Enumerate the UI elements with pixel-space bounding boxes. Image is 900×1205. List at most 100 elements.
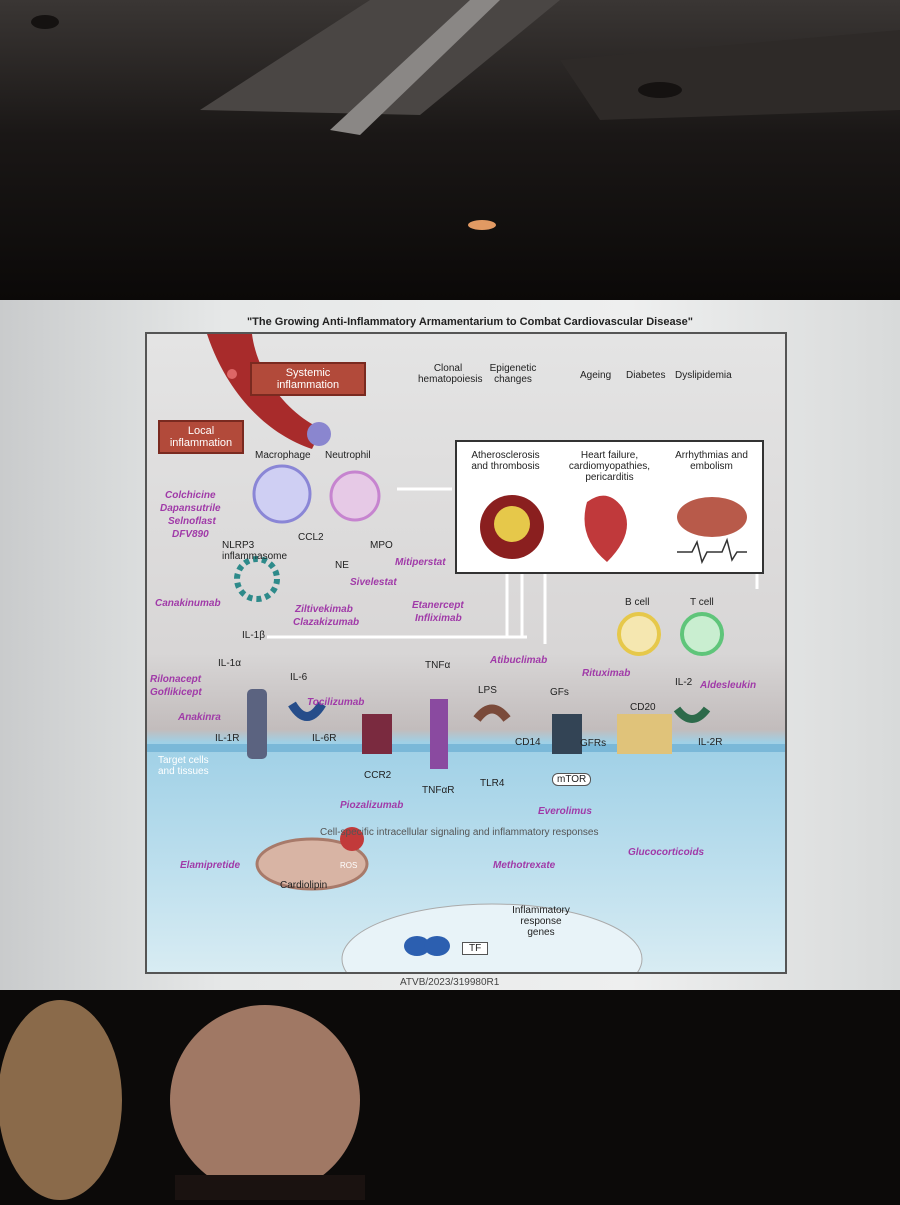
ceiling-fixtures <box>31 0 900 230</box>
gfs-label: GFs <box>550 687 569 698</box>
red-blood-cell <box>227 369 237 379</box>
arrhythmias-label: Arrhythmias and embolism <box>675 450 748 472</box>
ccr2-label: CCR2 <box>364 770 392 781</box>
slide-footer: ATVB/2023/319980R1 <box>400 977 500 988</box>
diabetes-label: Diabetes <box>626 370 666 381</box>
ccl2-label: CCL2 <box>298 532 324 543</box>
ros-burst <box>340 827 364 851</box>
slide-title: "The Growing Anti-Inflammatory Armamenta… <box>246 316 694 328</box>
ros-label: ROS <box>340 861 358 870</box>
t-cell-label: T cell <box>690 597 714 608</box>
audience-head-left <box>0 1000 122 1200</box>
drug-aldesleukin: Aldesleukin <box>700 680 757 691</box>
drug-infliximab: Infliximab <box>415 613 462 624</box>
local-inflammation-box: Local inflammation <box>158 420 244 454</box>
cd14-label: CD14 <box>515 737 541 748</box>
tnfar-label: TNFαR <box>422 785 455 796</box>
tnfar-receptor <box>430 699 448 769</box>
il2-label: IL-2 <box>675 677 693 688</box>
ecg-icon <box>677 537 747 565</box>
drug-glucocorticoids: Glucocorticoids <box>628 847 705 858</box>
histone-1 <box>404 936 430 956</box>
macrophage-label: Macrophage <box>255 450 311 461</box>
tf-label: TF <box>462 942 489 955</box>
mitochondrion <box>255 837 369 891</box>
mpo-label: MPO <box>370 540 393 551</box>
drug-everolimus: Everolimus <box>538 806 592 817</box>
disease-icons <box>480 495 747 565</box>
drug-mitiperstat: Mitiperstat <box>395 557 446 568</box>
gfrs-label: GFRs <box>580 738 607 749</box>
dyslipidemia-label: Dyslipidemia <box>675 370 732 381</box>
drug-sivelestat: Sivelestat <box>350 577 397 588</box>
drug-selnoflast: Selnoflast <box>168 516 216 527</box>
gfr-receptor <box>552 714 582 754</box>
athero-label: Atherosclerosis and thrombosis <box>471 450 540 472</box>
mtor-label: mTOR <box>552 773 592 786</box>
drug-rilonacept: Rilonacept <box>150 674 202 685</box>
drug-atibuclimab: Atibuclimab <box>490 655 548 666</box>
inflammasome-shape <box>234 556 280 602</box>
disease-box: Atherosclerosis and thrombosis Heart fai… <box>455 440 764 574</box>
neutrophil-cell <box>329 470 381 522</box>
drug-piozalizumab: Piozalizumab <box>340 800 404 811</box>
histone-2 <box>424 936 450 956</box>
cardiolipin-label: Cardiolipin <box>280 880 328 891</box>
drug-canakinumab: Canakinumab <box>155 598 221 609</box>
plaque-icon <box>494 506 530 542</box>
drug-tocilizumab: Tocilizumab <box>307 697 365 708</box>
inflammatory-genes-label: Inflammatory response genes <box>512 905 570 938</box>
il6r-label: IL-6R <box>312 733 337 744</box>
figure-panel <box>145 332 787 974</box>
audience-area <box>0 990 900 1205</box>
drug-goflikicept: Goflikicept <box>150 687 202 698</box>
il6r-receptor <box>288 701 326 721</box>
neutrophil-label: Neutrophil <box>325 450 371 461</box>
t-cell-shape <box>680 612 724 656</box>
cell-specific-label: Cell-specific intracellular signaling an… <box>320 827 599 838</box>
nlrp3-label: NLRP3 inflammasome <box>222 540 288 562</box>
ccr2-receptor <box>362 714 392 754</box>
figure-graphics <box>147 334 785 972</box>
drug-colchicine: Colchicine <box>165 490 216 501</box>
il2r-label: IL-2R <box>698 737 723 748</box>
drug-methotrexate: Methotrexate <box>493 860 556 871</box>
cd20-receptor <box>617 714 672 754</box>
target-cells-label: Target cells and tissues <box>158 755 209 777</box>
drug-rituximab: Rituximab <box>582 668 631 679</box>
drug-ziltivekimab: Ziltivekimab <box>295 604 353 615</box>
drug-dapansutrile: Dapansutrile <box>160 503 221 514</box>
b-cell-label: B cell <box>625 597 650 608</box>
ne-label: NE <box>335 560 349 571</box>
drug-anakinra: Anakinra <box>178 712 221 723</box>
b-cell-shape <box>617 612 661 656</box>
il1a-label: IL-1α <box>218 658 242 669</box>
lps-label: LPS <box>478 685 497 696</box>
drug-clazakizumab: Clazakizumab <box>293 617 360 628</box>
systemic-inflammation-box: Systemic inflammation <box>250 362 366 396</box>
heart-icon <box>584 495 627 562</box>
nucleus <box>341 903 643 972</box>
epigenetic-changes-label: Epigenetic changes <box>489 363 537 385</box>
cell-membrane <box>147 744 785 752</box>
ageing-label: Ageing <box>580 370 612 381</box>
il1r-receptor <box>247 689 267 759</box>
audience-head-bald <box>170 1005 360 1195</box>
cd20-label: CD20 <box>630 702 656 713</box>
drug-elamipretide: Elamipretide <box>180 860 241 871</box>
macrophage-cell <box>252 464 312 524</box>
drug-dfv890: DFV890 <box>172 529 209 540</box>
ceiling <box>0 0 900 300</box>
heart-failure-label: Heart failure, cardiomyopathies, pericar… <box>568 450 651 483</box>
vessel-monocyte <box>307 422 331 446</box>
tlr4-receptor <box>473 704 511 722</box>
tnfa-label: TNFα <box>425 660 451 671</box>
clonal-hematopoiesis-label: Clonal hematopoiesis <box>418 363 483 385</box>
audience-silhouettes <box>0 1000 365 1205</box>
il1r-label: IL-1R <box>215 733 240 744</box>
drug-etanercept: Etanercept <box>412 600 464 611</box>
il6-label: IL-6 <box>290 672 308 683</box>
il2r-receptor <box>673 706 711 723</box>
tlr4-label: TLR4 <box>480 778 505 789</box>
il1b-label: IL-1β <box>242 630 265 641</box>
